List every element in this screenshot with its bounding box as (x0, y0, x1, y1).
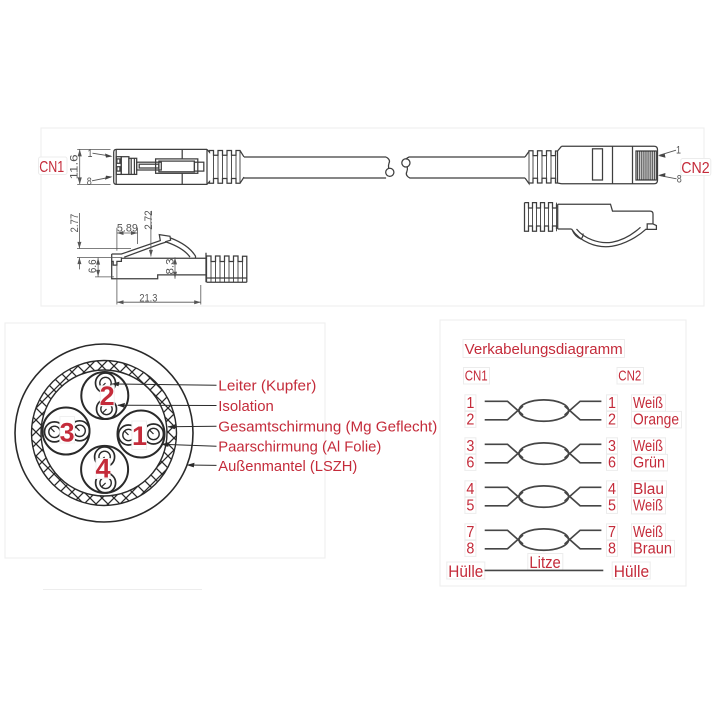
svg-text:2: 2 (466, 411, 474, 428)
svg-text:5: 5 (608, 497, 616, 514)
svg-text:2: 2 (100, 381, 115, 411)
svg-text:CN2: CN2 (681, 160, 709, 177)
svg-text:5.89: 5.89 (117, 223, 138, 235)
svg-text:4: 4 (608, 481, 616, 498)
svg-text:Leiter (Kupfer): Leiter (Kupfer) (218, 378, 316, 395)
svg-text:8: 8 (466, 540, 474, 557)
svg-text:Hülle: Hülle (448, 562, 483, 581)
svg-text:Weiß: Weiß (633, 438, 663, 455)
svg-text:7: 7 (608, 524, 616, 541)
svg-text:6: 6 (608, 454, 616, 471)
svg-text:Blau: Blau (633, 481, 664, 498)
svg-text:2: 2 (608, 411, 616, 428)
svg-text:6.6: 6.6 (87, 259, 99, 273)
svg-text:8: 8 (87, 176, 92, 188)
svg-text:Weiß: Weiß (633, 524, 663, 541)
svg-text:Gesamtschirmung (Mg Geflecht): Gesamtschirmung (Mg Geflecht) (218, 419, 437, 436)
svg-text:6: 6 (466, 454, 474, 471)
svg-text:1: 1 (466, 395, 474, 412)
svg-text:CN2: CN2 (618, 369, 641, 385)
svg-text:8.3: 8.3 (165, 259, 177, 275)
svg-text:3: 3 (60, 418, 75, 448)
svg-text:8: 8 (677, 173, 682, 185)
svg-text:7: 7 (466, 524, 474, 541)
svg-text:3: 3 (466, 438, 474, 455)
svg-text:21.3: 21.3 (139, 292, 157, 304)
svg-text:Hülle: Hülle (614, 562, 649, 581)
svg-text:Verkabelungsdiagramm: Verkabelungsdiagramm (465, 341, 623, 358)
svg-text:Paarschirmung (Al Folie): Paarschirmung (Al Folie) (218, 439, 381, 456)
svg-text:Außenmantel (LSZH): Außenmantel (LSZH) (218, 458, 357, 475)
svg-text:Isolation: Isolation (218, 398, 273, 415)
svg-text:1: 1 (676, 144, 681, 156)
svg-text:11.6: 11.6 (68, 154, 80, 179)
svg-text:2.72: 2.72 (143, 210, 155, 229)
svg-text:Weiß: Weiß (633, 395, 663, 412)
svg-text:3: 3 (608, 438, 616, 455)
svg-text:Weiß: Weiß (633, 497, 663, 514)
svg-text:Braun: Braun (633, 540, 672, 557)
svg-text:4: 4 (466, 481, 474, 498)
svg-text:8: 8 (608, 540, 616, 557)
svg-text:5: 5 (466, 497, 474, 514)
svg-text:CN1: CN1 (465, 369, 488, 385)
svg-text:4: 4 (95, 454, 110, 484)
svg-text:2.77: 2.77 (69, 214, 81, 233)
svg-text:1: 1 (88, 148, 93, 160)
svg-text:CN1: CN1 (39, 159, 64, 176)
svg-text:Litze: Litze (529, 553, 560, 572)
svg-text:1: 1 (132, 421, 147, 451)
svg-text:Orange: Orange (633, 411, 679, 428)
svg-text:Grün: Grün (633, 454, 665, 471)
svg-text:1: 1 (608, 395, 616, 412)
